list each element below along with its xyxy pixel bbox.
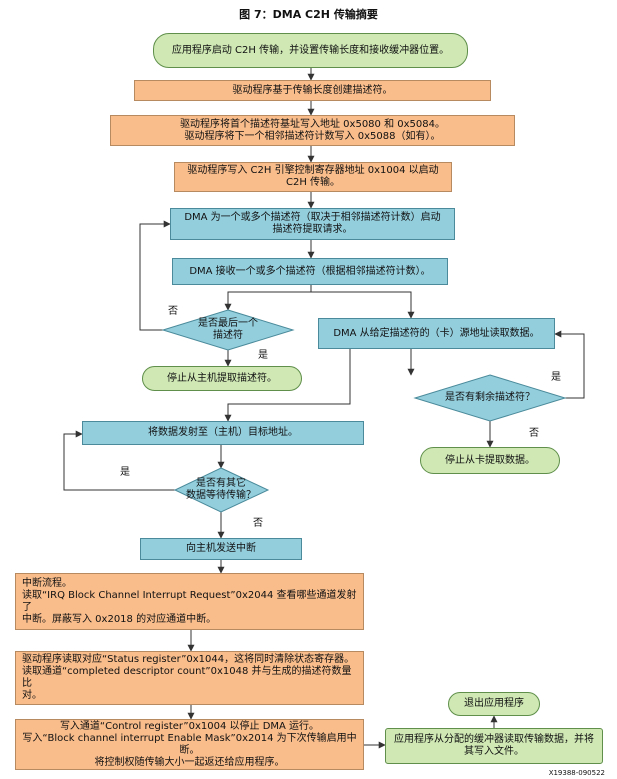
text-last-desc: 是否最后一个 描述符 — [198, 318, 258, 341]
node-stop-fetch: 停止从主机提取描述符。 — [142, 366, 302, 391]
diamond-more-data — [173, 467, 270, 513]
text-more-data: 是否有其它 数据等待传输？ — [186, 478, 256, 501]
label-no-last: 否 — [168, 306, 178, 317]
label-yes-last: 是 — [258, 350, 268, 361]
edge-remaining-yes — [554, 330, 585, 399]
diamond-remaining — [413, 374, 567, 422]
edge-receive-dmaread — [311, 291, 415, 319]
node-write-ctrl: 驱动程序写入 C2H 引擎控制寄存器地址 0x1004 以启动 C2H 传输。 — [174, 162, 452, 192]
node-send-data: 将数据发射至（主机）目标地址。 — [82, 421, 364, 445]
node-write-addr: 驱动程序将首个描述符基址写入地址 0x5080 和 0x5084。 驱动程序将下… — [110, 115, 515, 146]
node-start: 应用程序启动 C2H 传输，并设置传输长度和接收缓冲器位置。 — [153, 33, 468, 68]
label-no-more: 否 — [253, 518, 263, 529]
node-create-desc: 驱动程序基于传输长度创建描述符。 — [134, 80, 491, 101]
label-yes-remaining: 是 — [551, 372, 561, 383]
node-write-ctrl2: 写入通道“Control register”0x1004 以停止 DMA 运行。… — [15, 719, 364, 770]
diagram-title: 图 7：DMA C2H 传输摘要 — [239, 8, 378, 21]
edge-last-no — [139, 220, 171, 331]
node-read-status: 驱动程序读取对应“Status register”0x1044，这将同时清除状态… — [15, 651, 364, 705]
node-send-irq: 向主机发送中断 — [140, 538, 302, 560]
node-dma-receive: DMA 接收一个或多个描述符（根据相邻描述符计数）。 — [172, 258, 448, 285]
edge-receive-split — [224, 285, 312, 311]
label-no-remaining: 否 — [529, 428, 539, 439]
figure-id: X19388-090522 — [548, 769, 605, 777]
diamond-last-desc — [161, 309, 295, 351]
edge-dmaread-send — [224, 349, 351, 422]
node-dma-fetch: DMA 为一个或多个描述符（取决于相邻描述符计数）启动 描述符提取请求。 — [170, 208, 455, 240]
edge-more-yes — [63, 430, 175, 491]
node-irq-flow: 中断流程。 读取“IRQ Block Channel Interrupt Req… — [15, 573, 364, 630]
node-dma-read: DMA 从给定描述符的（卡）源地址读取数据。 — [318, 318, 555, 349]
node-stop-card: 停止从卡提取数据。 — [420, 447, 560, 474]
text-remaining: 是否有剩余描述符？ — [445, 392, 535, 403]
node-app-read: 应用程序从分配的缓冲器读取传输数据，并将 其写入文件。 — [385, 728, 603, 764]
node-exit-app: 退出应用程序 — [448, 692, 540, 716]
label-yes-more: 是 — [120, 467, 130, 478]
